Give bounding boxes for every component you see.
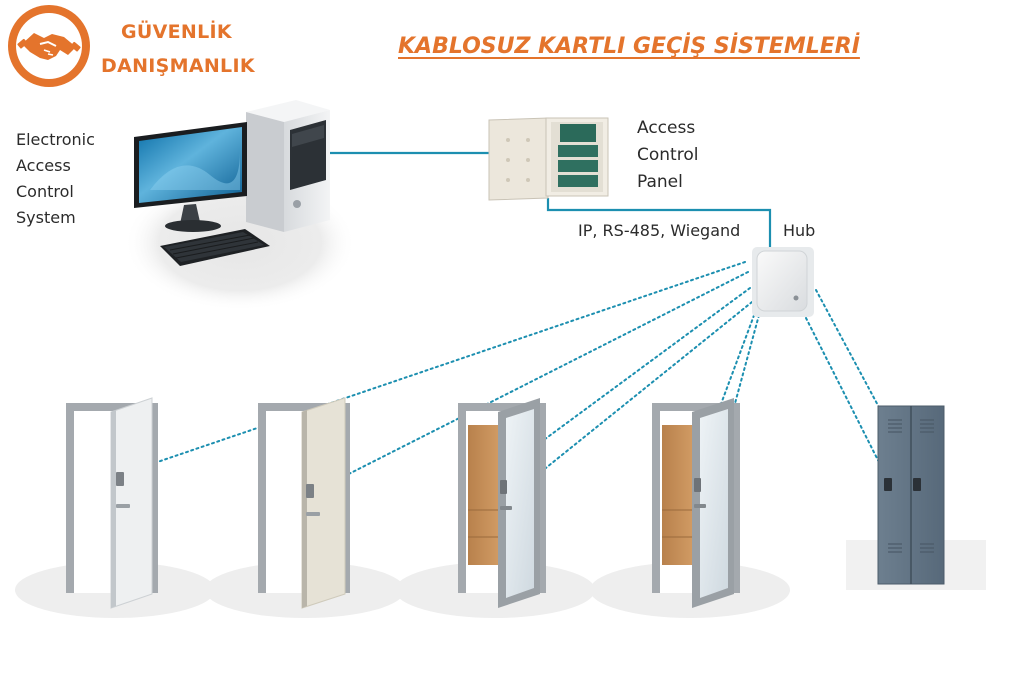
brand-name-line-1: GÜVENLİK [121,21,232,43]
door-2-handle [306,512,320,516]
door-3-handle [500,506,512,510]
door-4-handle [694,504,706,508]
monitor-neck [180,204,200,224]
system-label-line: Control [16,182,74,201]
panel-label-line: Panel [637,172,683,192]
desktop-computer-icon [124,100,356,311]
door-3-wood-cabinet [468,425,498,565]
tower-side [246,112,284,232]
wired-connections [330,151,772,252]
control-panel-icon [488,117,609,201]
door-2-card-reader [306,484,314,498]
hub-led [793,295,799,301]
door-4-wood-cabinet [662,425,692,565]
wire-panel-to-hub [546,198,772,252]
door-1 [15,397,215,618]
door-1-leaf [110,397,153,609]
locker-card-reader-left [884,478,892,491]
hub-body [756,250,808,312]
system-label: Electronic Access Control System [16,127,95,231]
locker-card-reader-right [913,478,921,491]
tower-top [246,100,330,122]
door-2-leaf [301,397,346,609]
door-4-card-reader [694,478,701,492]
page-title: KABLOSUZ KARTLI GEÇİŞ SİSTEMLERİ [398,34,860,59]
door-1-handle [116,504,130,508]
door-4 [590,398,790,618]
hub-label: Hub [783,221,816,240]
locker-icon [846,405,986,590]
panel-label: Access Control Panel [637,115,698,196]
wireless-link-door-3b [515,301,753,493]
wireless-links [130,261,918,493]
panel-circuit-board [560,124,596,142]
brand-name-line-2: DANIŞMANLIK [101,55,255,77]
wireless-link-door-2 [322,271,749,488]
tower-power-button [293,200,301,208]
protocol-label: IP, RS-485, Wiegand [578,221,741,240]
panel-label-line: Access [637,118,696,138]
door-3-glass [506,409,534,598]
door-3-card-reader [500,480,507,494]
system-label-line: Electronic [16,130,95,149]
keyboard [160,229,270,266]
monitor-base [165,220,221,232]
logo [8,5,90,87]
panel-label-line: Control [637,145,699,165]
door-2 [205,397,405,618]
door-3 [395,398,595,618]
wireless-link-locker-a [805,317,888,479]
monitor-screen [139,127,242,203]
door-1-card-reader [116,472,124,486]
wireless-link-door-1 [130,261,746,472]
handshake-icon [17,33,81,60]
system-label-line: System [16,208,76,227]
wireless-hub-icon [752,247,814,317]
system-label-line: Access [16,156,71,175]
door-4-glass [700,409,728,598]
panel-door [488,117,549,201]
